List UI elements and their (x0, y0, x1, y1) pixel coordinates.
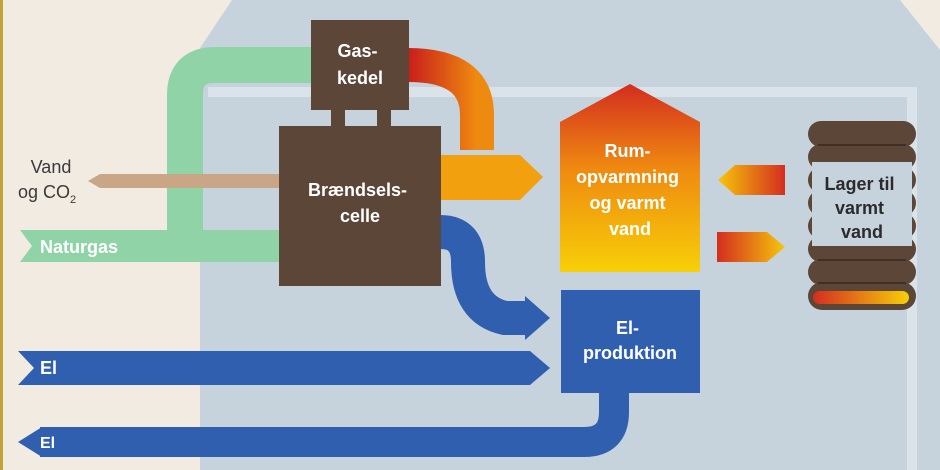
electricity-production-box (561, 290, 700, 393)
natural-gas-label: Naturgas (40, 237, 118, 257)
electricity-arrow-upper (18, 351, 550, 385)
electricity-production-label: El- produktion (583, 318, 677, 363)
electricity-label-upper: El (40, 358, 57, 378)
gas-boiler-box (311, 20, 409, 110)
fuel-cell-electricity-pipe (438, 215, 530, 335)
water-co2-exhaust-arrow (88, 174, 300, 188)
fuel-cell-electricity-arrowhead (525, 296, 550, 340)
water-co2-label-line2: og CO2 (18, 182, 76, 206)
heat-arrow-to-heating (440, 155, 543, 200)
hot-water-storage-tank (808, 121, 916, 310)
electricity-return-pipe (40, 385, 629, 457)
boiler-heat-pipe (407, 48, 494, 150)
storage-heat-level-bar (813, 291, 909, 304)
heat-arrow-to-storage (717, 232, 785, 262)
water-co2-label: Vand (31, 157, 72, 177)
house-inner-outline (208, 87, 917, 470)
boiler-connector-right (377, 108, 391, 130)
fuel-cell-box (279, 126, 441, 286)
fuel-cell-label: Brændsels- celle (308, 180, 412, 226)
left-edge-rule (0, 0, 3, 470)
natural-gas-pipe-to-boiler (167, 47, 330, 246)
storage-label: Lager til varmt vand (824, 174, 899, 242)
electricity-arrow-lower-head (18, 427, 42, 457)
natural-gas-arrow (20, 230, 300, 262)
boiler-connector-left (331, 108, 345, 130)
gas-boiler-label: Gas- kedel (337, 41, 383, 88)
heat-arrow-from-storage (718, 165, 785, 195)
electricity-label-lower: El (40, 435, 55, 452)
space-heating-house (560, 84, 700, 272)
space-heating-label: Rum- opvarmning og varmt vand (576, 141, 684, 239)
